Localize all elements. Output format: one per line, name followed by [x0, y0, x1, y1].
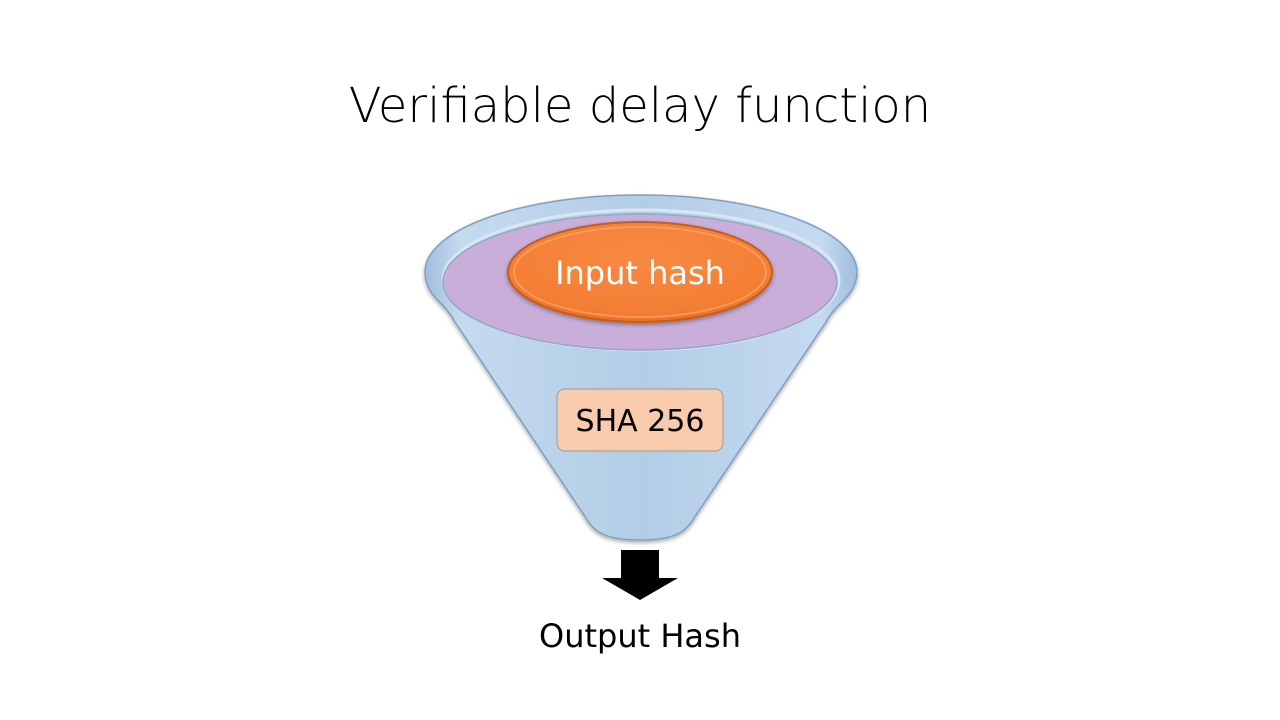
process-box [556, 388, 724, 452]
input-hash-highlight [513, 226, 767, 318]
output-hash-label: Output Hash [539, 617, 741, 655]
down-arrow-icon [602, 550, 678, 600]
input-hash-ellipse [507, 221, 773, 323]
slide-title: Verifiable delay function [348, 78, 932, 134]
input-hash-label: Input hash [555, 254, 725, 292]
process-label: SHA 256 [576, 404, 705, 439]
